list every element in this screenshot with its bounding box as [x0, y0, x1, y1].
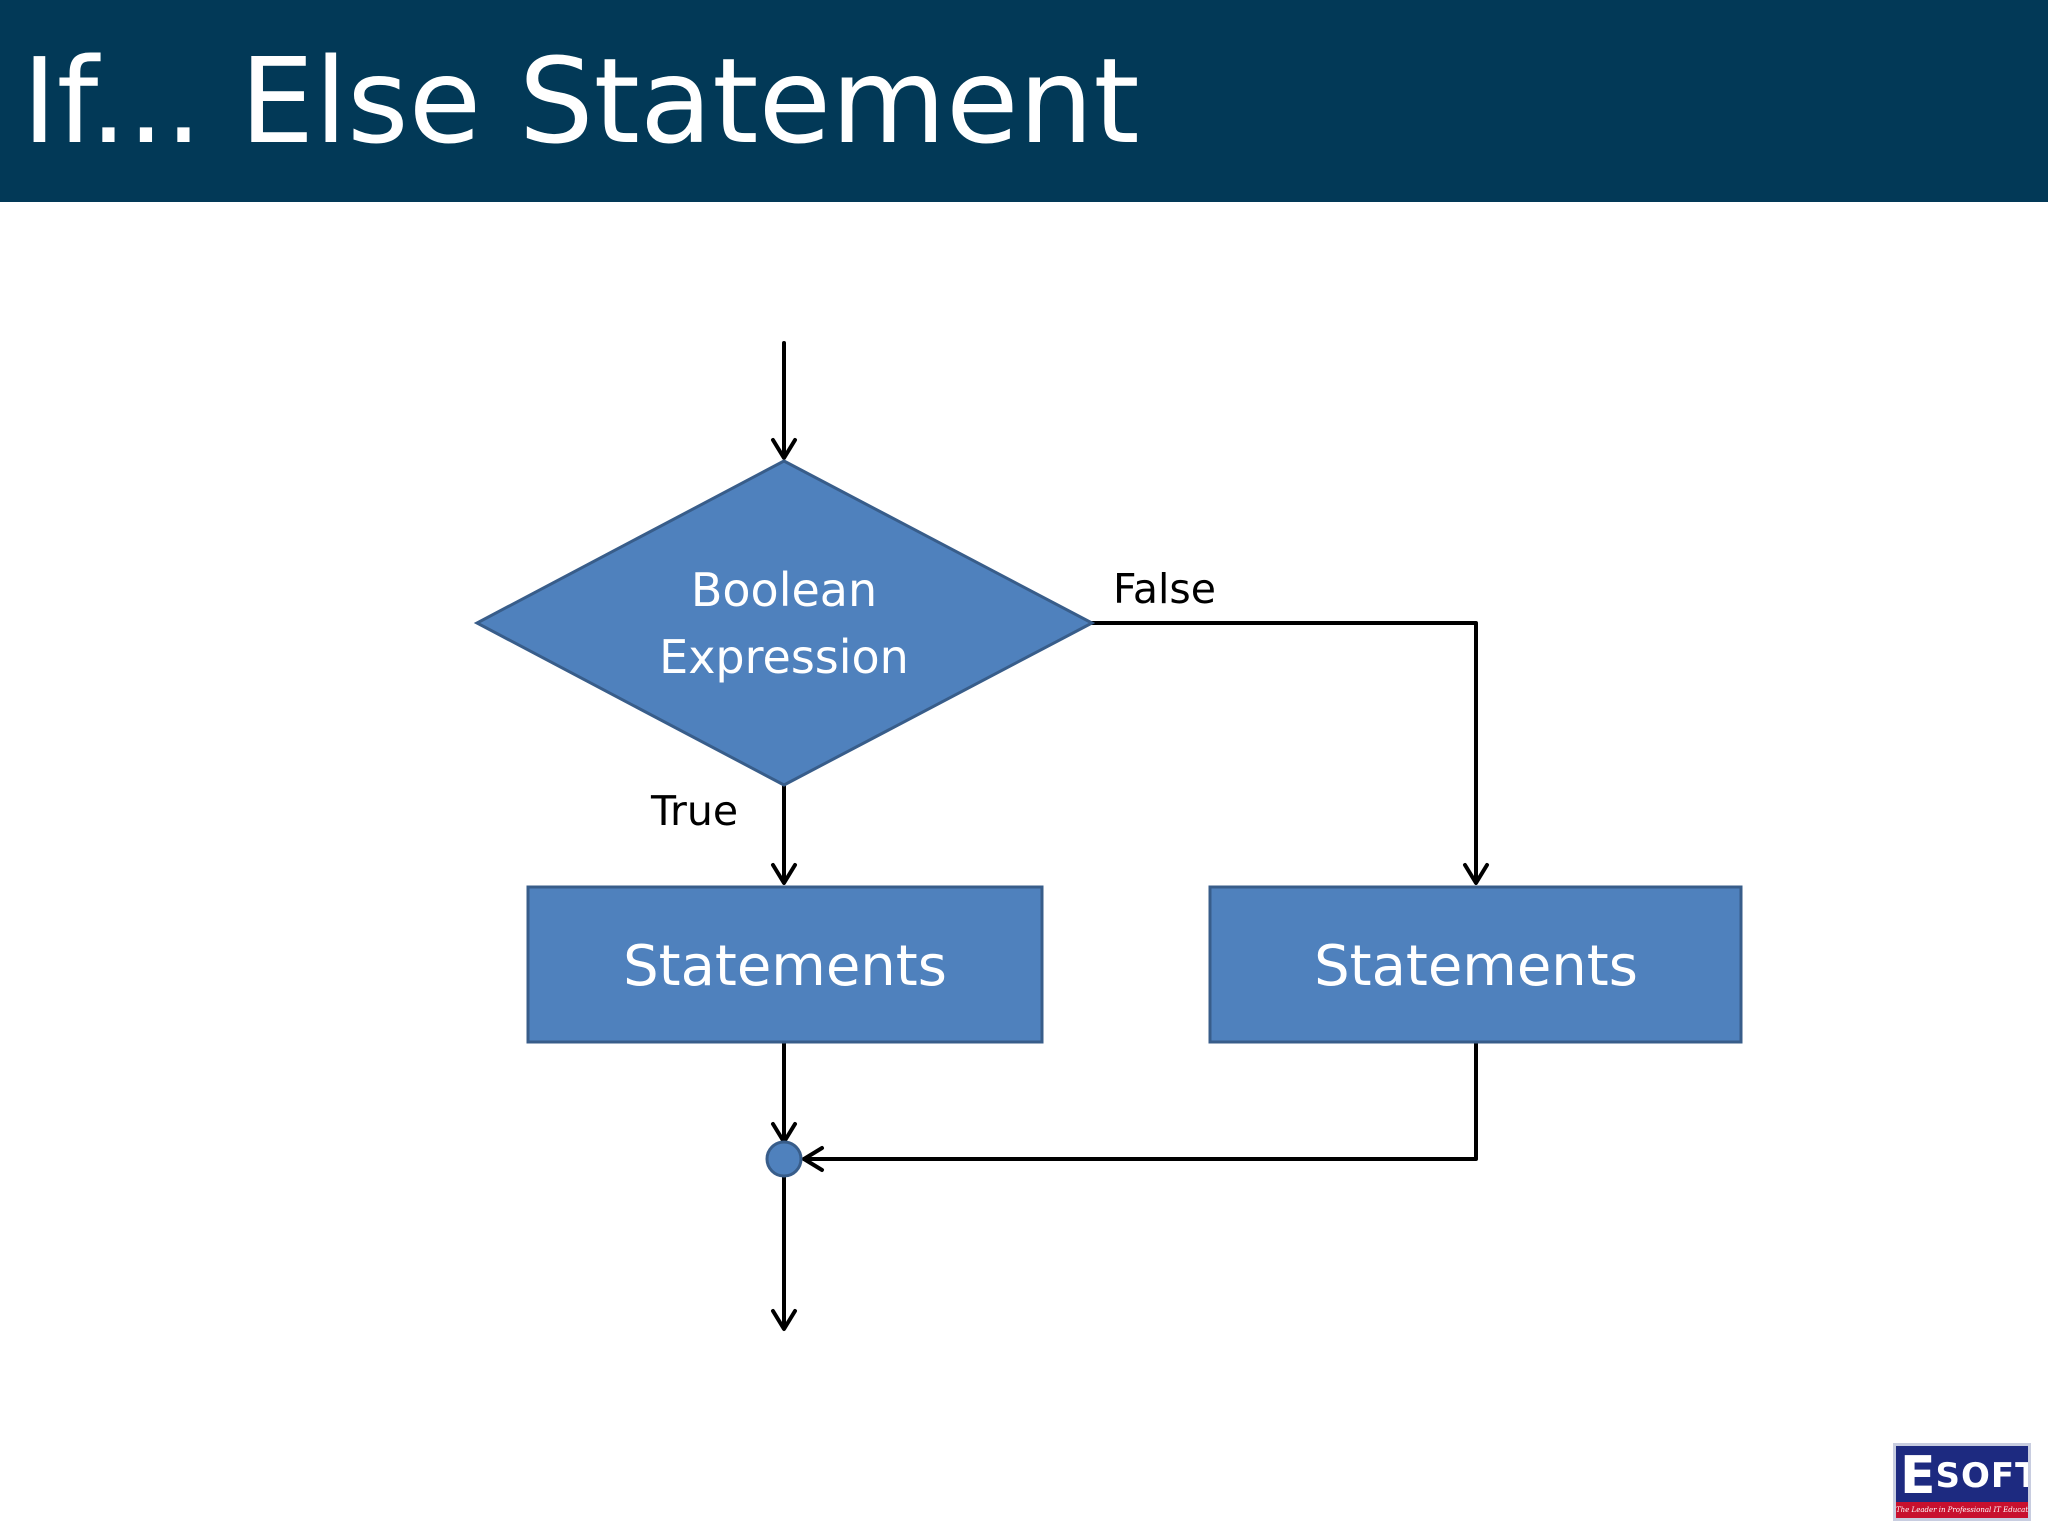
exit-arrowhead — [771, 1309, 797, 1331]
logo-name: SOFT — [1935, 1456, 2031, 1496]
true-statements-box — [526, 885, 1044, 1044]
true-label: True — [650, 787, 738, 835]
false-statements-box — [1208, 885, 1743, 1044]
logo-tagline: The Leader in Professional IT Education — [1896, 1502, 2028, 1518]
slide-title: If... Else Statement — [22, 32, 1140, 170]
right-to-junction-path — [802, 1041, 1478, 1161]
decision-label-line1: Boolean — [691, 563, 877, 617]
junction-connector — [765, 1140, 803, 1178]
decision-diamond — [473, 459, 1096, 787]
logo-initial: E — [1900, 1446, 1936, 1506]
title-bar: If... Else Statement — [0, 0, 2048, 202]
false-arrowhead — [1463, 863, 1489, 885]
true-statements-label: Statements — [623, 934, 947, 999]
decision-label-line2: Expression — [659, 630, 909, 684]
true-arrowhead — [771, 863, 797, 885]
false-statements-label: Statements — [1314, 934, 1638, 999]
entry-arrowhead — [771, 438, 797, 460]
right-to-junction-arrowhead — [802, 1146, 824, 1172]
esoft-logo: ESOFT The Leader in Professional IT Educ… — [1893, 1443, 2031, 1521]
false-path — [1090, 621, 1478, 884]
false-label: False — [1113, 565, 1216, 613]
logo-wordmark: ESOFT — [1900, 1448, 2028, 1504]
